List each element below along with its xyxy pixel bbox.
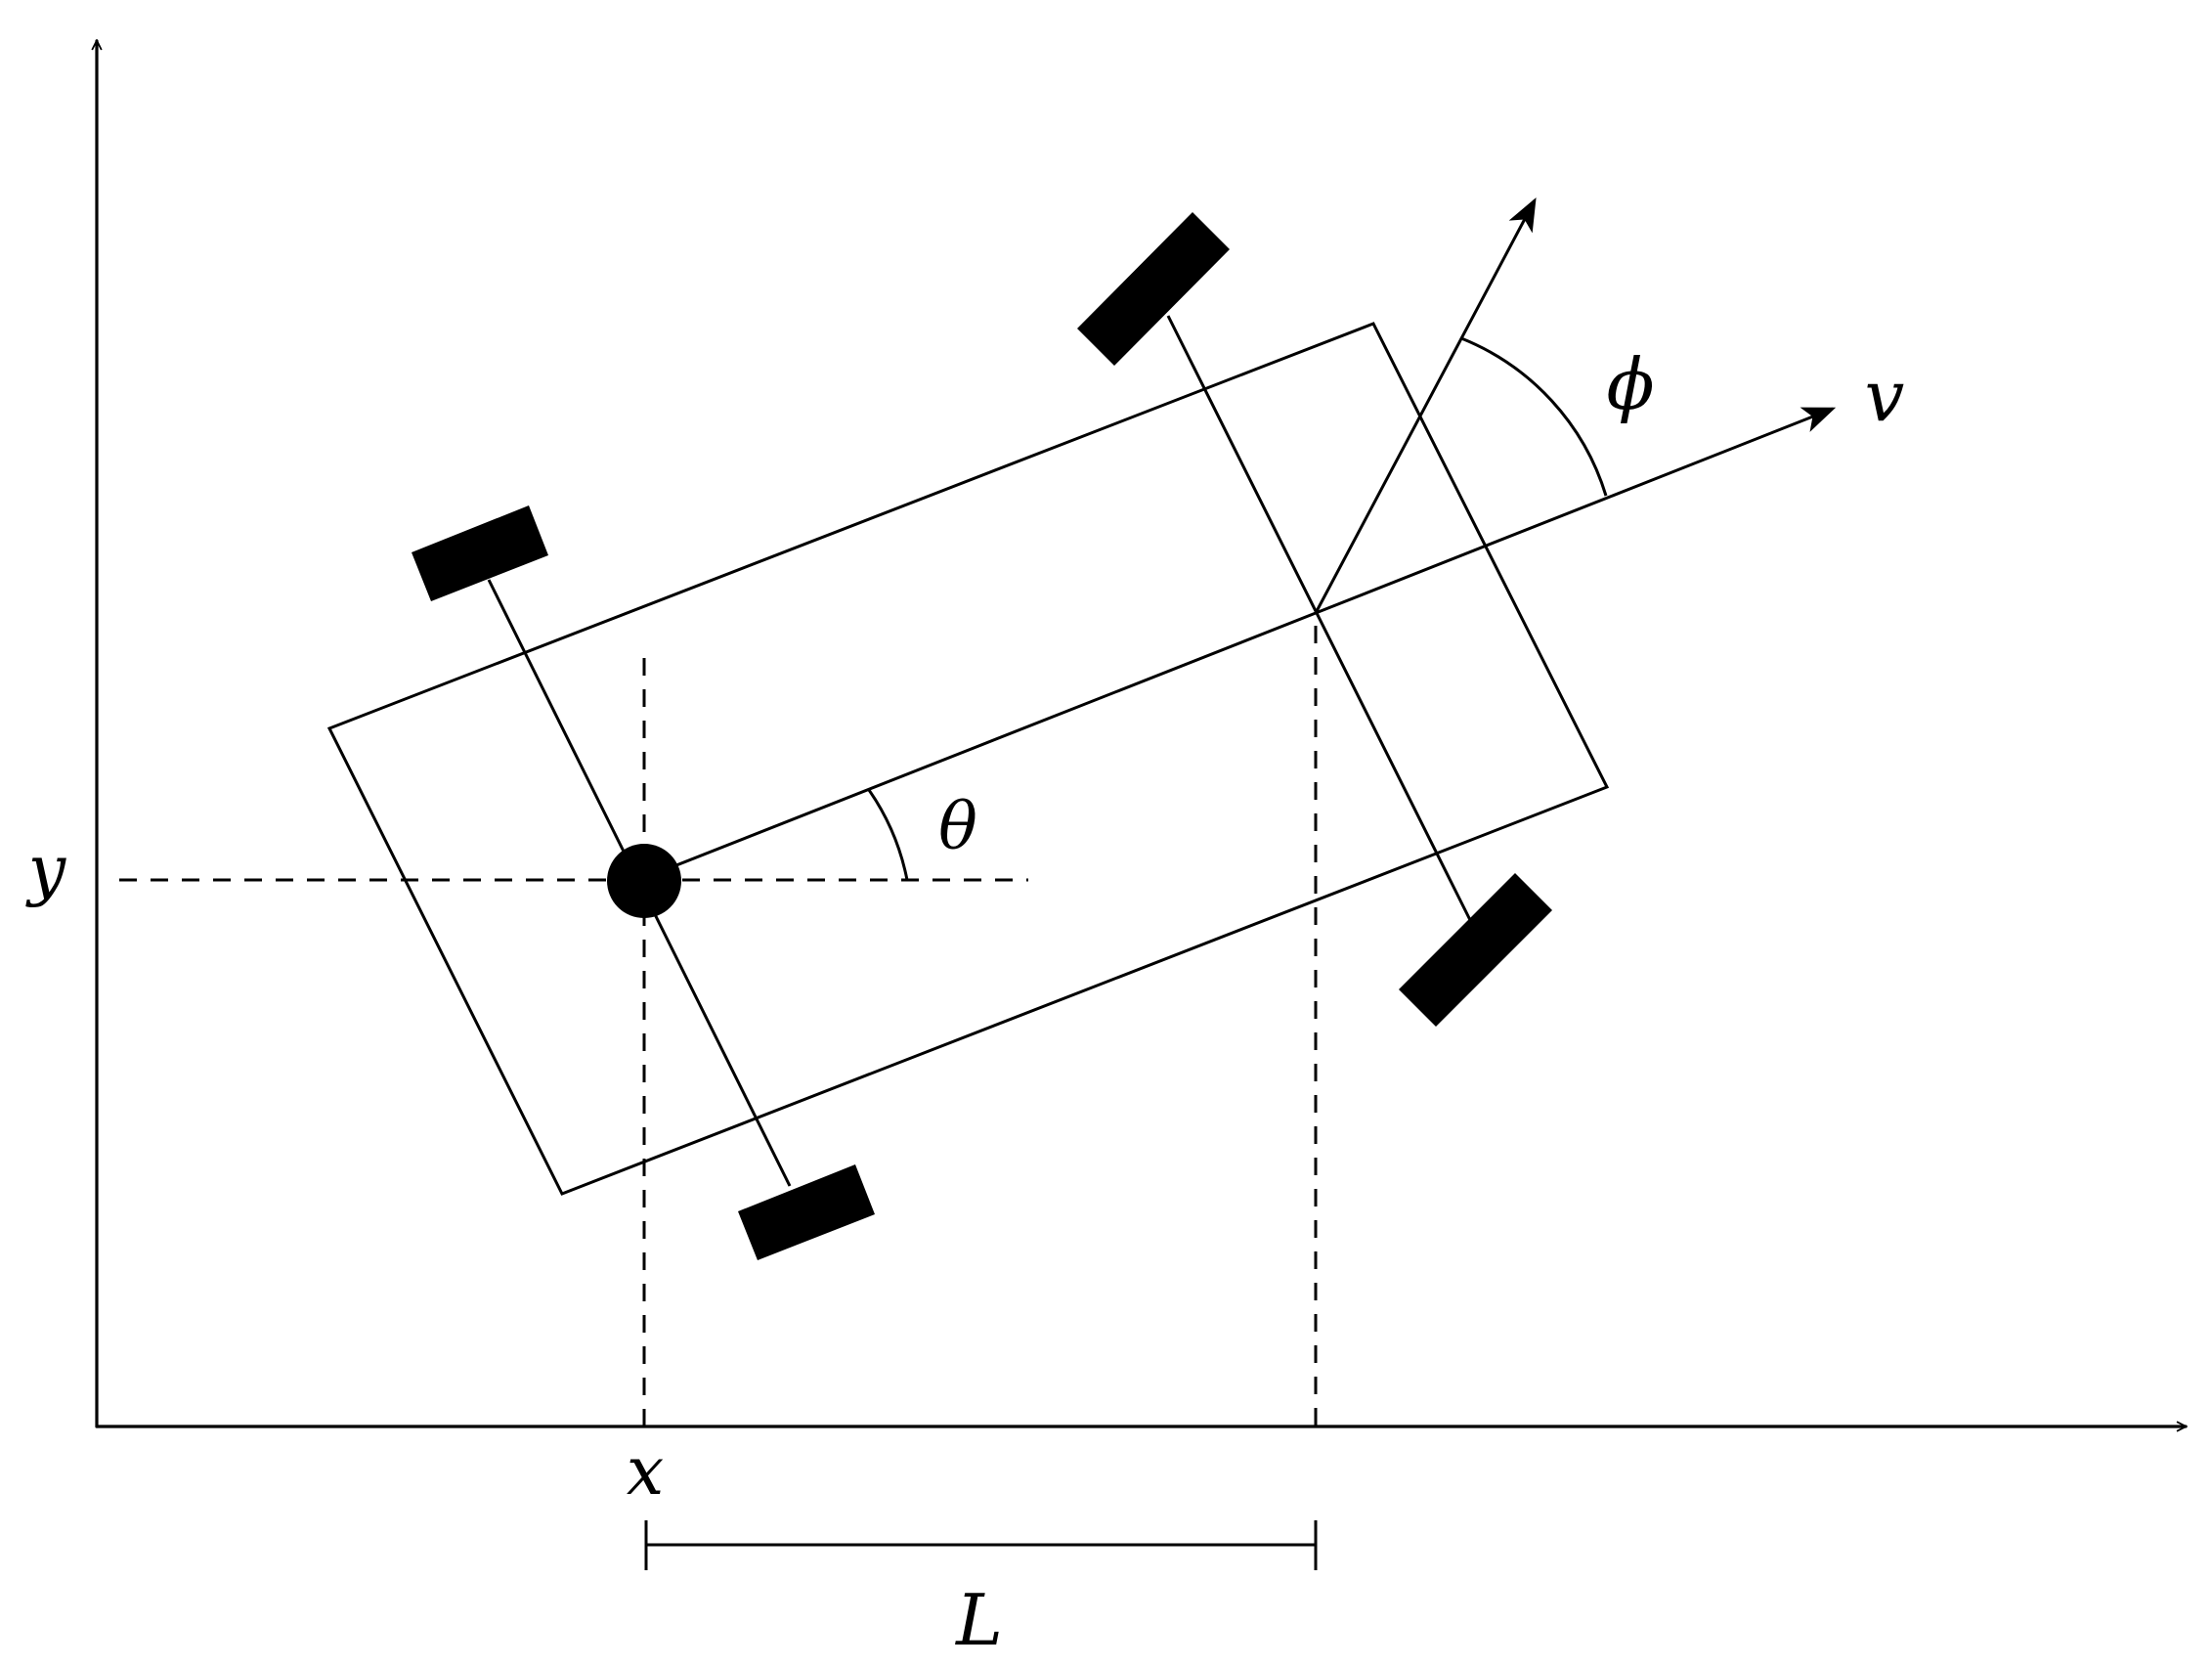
car-body	[326, 322, 1610, 1196]
phi-arc	[1460, 336, 1608, 497]
axes	[97, 41, 2186, 1426]
label-theta: θ	[938, 789, 977, 864]
label-x: x	[627, 1433, 664, 1511]
reference-lines	[119, 626, 1318, 1426]
wheels	[412, 212, 1552, 1260]
theta-arc	[867, 789, 909, 881]
label-v: v	[1865, 355, 1905, 437]
label-y: y	[25, 832, 67, 909]
rear-axle-point	[607, 844, 681, 918]
steering-direction-arrow	[1314, 197, 1537, 614]
rear-right-wheel	[738, 1164, 875, 1260]
front-right-wheel	[1399, 873, 1552, 1027]
car-centerline	[643, 611, 1317, 880]
rear-left-wheel	[412, 505, 548, 601]
wheelbase-dimension	[644, 1520, 1318, 1570]
label-phi: ϕ	[1606, 343, 1654, 425]
front-left-wheel	[1077, 212, 1230, 366]
label-L: L	[954, 1579, 1003, 1661]
front-axle	[1166, 315, 1472, 921]
velocity-arrow	[1315, 407, 1837, 615]
